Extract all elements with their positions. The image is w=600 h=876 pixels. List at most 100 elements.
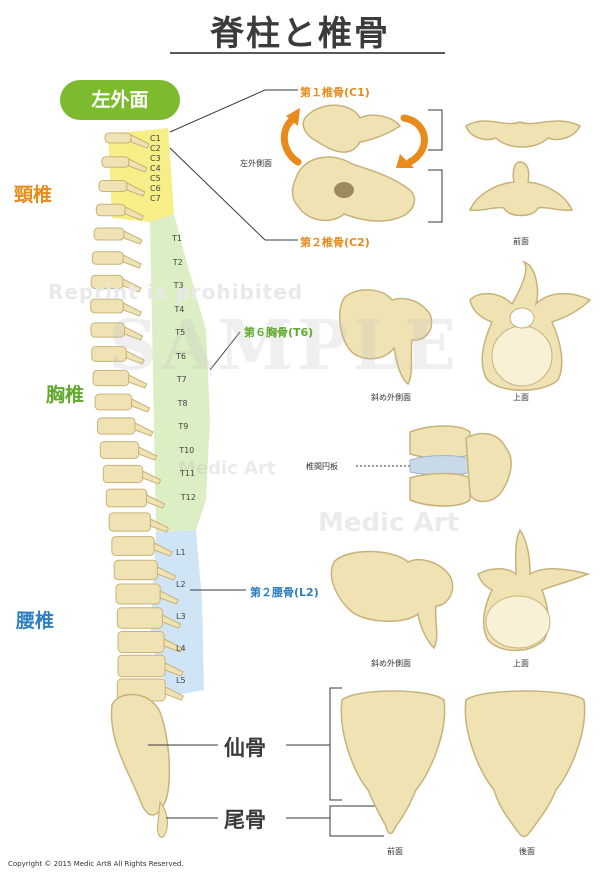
leader-atlas <box>169 89 266 133</box>
vertebral-body <box>105 488 148 508</box>
callout-sacrum: 仙骨 <box>224 736 266 760</box>
vertebra-label-c1: C1 <box>150 134 161 143</box>
vertebra-label-c4: C4 <box>150 164 161 173</box>
vertebra-label-t7: T7 <box>176 375 187 384</box>
watermark-reprint: Reprint is prohibited <box>48 280 304 304</box>
callout-atlas: 第１椎骨(C1) <box>300 86 370 99</box>
spinous-process <box>131 398 151 413</box>
spinous-process <box>153 542 173 557</box>
vertebral-body <box>94 393 133 411</box>
vertebra-label-c2: C2 <box>150 144 161 153</box>
caption-top-2: 上面 <box>513 659 529 668</box>
caption-left-lateral: 左外側面 <box>240 159 272 168</box>
callout-axis: 第２椎骨(C2) <box>300 236 370 249</box>
spinous-process <box>134 422 154 437</box>
t6-oblique-illustration <box>338 289 433 386</box>
spinous-process <box>130 134 150 149</box>
t6-top-illustration <box>469 260 592 391</box>
vertebral-body <box>117 654 166 678</box>
l2-top-illustration <box>477 528 591 652</box>
vertebral-body <box>115 583 161 605</box>
front-bracket-bottom <box>428 169 443 223</box>
watermark-medic-art-small: Medic Art <box>178 458 276 479</box>
spinous-process <box>122 254 142 269</box>
coccyx-lateral <box>156 800 169 838</box>
spinous-process <box>123 230 143 245</box>
region-label-thoracic: 胸椎 <box>46 384 85 406</box>
vertebra-label-c7: C7 <box>150 194 161 203</box>
vertebra-label-t6: T6 <box>176 351 186 361</box>
vertebra-label-l2: L2 <box>176 580 186 589</box>
vertebral-body <box>117 631 165 653</box>
watermark-sample: SAMPLE <box>108 306 460 386</box>
spinous-process <box>126 182 146 197</box>
leader-axis <box>169 147 266 241</box>
atlas-lateral-illustration <box>280 104 428 222</box>
front-bracket-top <box>428 109 443 151</box>
vertebra-label-l4: L4 <box>176 644 186 653</box>
caption-oblique-1: 斜め外側面 <box>371 393 411 402</box>
callout-t6: 第６胸骨(T6) <box>244 326 314 339</box>
caption-oblique-2: 斜め外側面 <box>371 659 411 668</box>
view-badge: 左外面 <box>60 80 180 120</box>
vertebra-label-t8: T8 <box>177 398 188 408</box>
caption-front: 前面 <box>513 237 529 246</box>
vertebral-body <box>91 251 124 265</box>
spinous-process <box>142 470 162 485</box>
spinous-process <box>125 350 145 365</box>
callout-disc: 椎間円板 <box>306 462 338 471</box>
coccyx-bracket <box>329 805 384 837</box>
caption-top-1: 上面 <box>513 393 529 402</box>
spinous-process <box>149 518 170 533</box>
caption-sacrum-front: 前面 <box>387 847 403 856</box>
spinous-process <box>128 158 148 173</box>
vertebra-label-t5: T5 <box>175 328 186 337</box>
spinous-process <box>161 614 182 629</box>
cervical-zone <box>108 128 174 222</box>
spinous-process <box>163 638 183 653</box>
vertebra-label-t2: T2 <box>172 257 183 267</box>
vertebra-label-c6: C6 <box>150 184 161 193</box>
vertebra-label-c5: C5 <box>150 174 161 183</box>
vertebral-body <box>108 512 151 532</box>
vertebral-body <box>101 156 130 168</box>
vertebra-label-t9: T9 <box>178 422 189 431</box>
vertebra-label-l3: L3 <box>176 612 186 621</box>
vertebral-body <box>102 464 144 484</box>
spine-column <box>90 132 184 702</box>
vertebral-body <box>99 441 140 459</box>
sacrum-lateral <box>110 693 171 816</box>
spinous-process <box>164 662 184 677</box>
vertebra-label-t12: T12 <box>180 492 196 502</box>
sacrum-bracket <box>329 687 342 801</box>
page-title: 脊柱と椎骨 <box>210 14 390 54</box>
vertebral-body <box>93 227 125 241</box>
spinous-process <box>124 206 144 221</box>
spinous-process <box>122 302 143 317</box>
callout-l2: 第２腰骨(L2) <box>250 586 319 599</box>
region-label-cervical: 頸椎 <box>14 184 53 206</box>
spinous-process <box>128 374 148 389</box>
atlas-front-illustration <box>465 120 582 148</box>
vertebra-label-l1: L1 <box>176 548 186 557</box>
vertebral-body <box>95 203 126 217</box>
sacrum-back-illustration <box>464 690 586 838</box>
spinous-process <box>122 278 142 293</box>
spinous-process <box>124 326 144 341</box>
leader-t6 <box>209 331 241 371</box>
title-underline <box>170 52 445 54</box>
spinous-process <box>159 590 179 605</box>
vertebra-label-t11: T11 <box>180 469 196 478</box>
axis-front-illustration <box>468 161 574 217</box>
spinous-process <box>146 494 166 509</box>
vertebra-label-t4: T4 <box>174 304 185 314</box>
vertebral-body <box>97 417 136 435</box>
l2-oblique-illustration <box>330 550 454 650</box>
sacrum-front-illustration <box>340 690 446 835</box>
spinous-process <box>138 446 158 461</box>
vertebral-body <box>116 607 163 629</box>
vertebra-label-c3: C3 <box>150 154 161 163</box>
vertebra-label-t10: T10 <box>179 445 195 455</box>
vertebra-label-t3: T3 <box>173 281 184 290</box>
